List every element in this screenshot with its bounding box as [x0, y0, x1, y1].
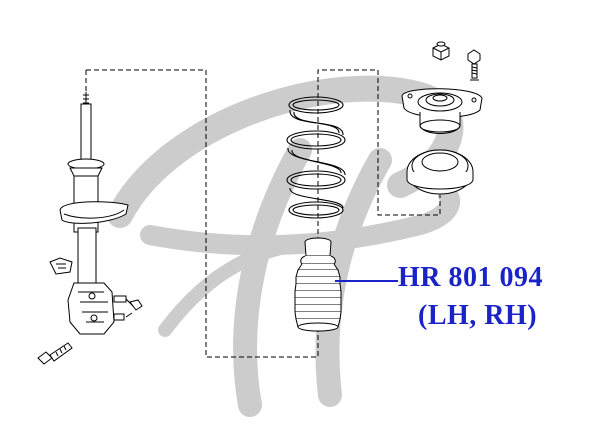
spring-seat-icon [406, 149, 474, 195]
strut-assembly-icon [49, 92, 143, 335]
side-designation-label: (LH, RH) [418, 300, 538, 331]
strut-mount-icon [401, 88, 483, 134]
mount-nut-icon [432, 41, 450, 61]
dashed-leader-lines [85, 69, 441, 358]
mount-bolt-icon [467, 49, 481, 81]
coil-spring-icon [286, 96, 346, 219]
lower-bolt-icon [37, 342, 73, 365]
hr-watermark-logo [107, 75, 464, 417]
bump-stop-boot-icon [294, 237, 342, 332]
part-number-label: HR 801 094 [398, 262, 543, 293]
